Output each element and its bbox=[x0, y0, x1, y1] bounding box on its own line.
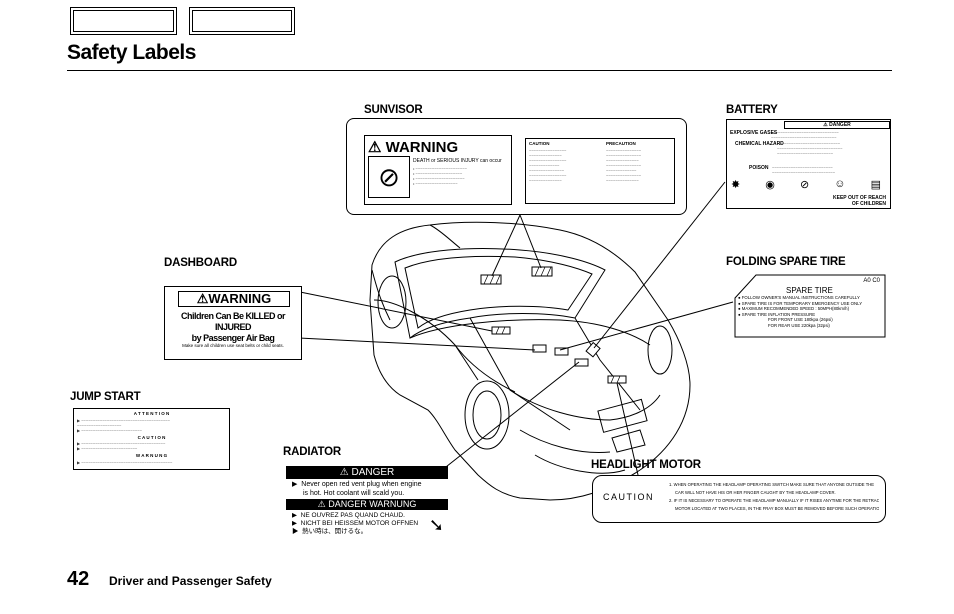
sunvisor-warning-panel: ⚠ WARNING ⊘ DEATH or SERIOUS INJURY can … bbox=[364, 135, 512, 205]
battery-explosive-fine: ~~~~~~~~~~~~~~~~~~~~~~~~~~~~~~~~~~~~~~~~… bbox=[771, 130, 839, 140]
spare-line1: ● FOLLOW OWNER'S MANUAL INSTRUCTIONS CAR… bbox=[738, 295, 860, 300]
precaution-fine-print: ~~~~~~~~~~~~~~~~~~~~~~~~~~~~~~~~~~~~~~~~… bbox=[606, 148, 642, 183]
radiator-danger-heading: DANGER bbox=[351, 467, 395, 478]
headlight-line2: CAR WILL NOT HAVE HIS OR HER FINGER CAUG… bbox=[675, 490, 836, 495]
headlight-line3: 2. IF IT IS NECESSARY TO OPERATE THE HEA… bbox=[669, 498, 879, 503]
precaution-heading: PRECAUTION bbox=[606, 141, 636, 146]
jump-attention: A T T E N T I O N bbox=[133, 411, 170, 416]
danger-triangle-icon: ⚠ bbox=[317, 499, 326, 509]
spare-line5: FOR FRONT USE 180kpa (26psi) bbox=[768, 317, 833, 322]
radiator-line2: is hot. Hot coolant will scald you. bbox=[303, 489, 405, 497]
radiator-line3: ▶ NE OUVREZ PAS QUAND CHAUD. bbox=[292, 512, 405, 519]
radiator-line5: ▶ 熱い時は、開けるな。 bbox=[292, 528, 368, 535]
page-title: Safety Labels bbox=[67, 41, 196, 64]
label-battery: BATTERY bbox=[726, 104, 778, 116]
label-headlight-motor: HEADLIGHT MOTOR bbox=[591, 459, 701, 471]
label-spare-tire: FOLDING SPARE TIRE bbox=[726, 256, 846, 268]
dashboard-warning-heading: WARNING bbox=[208, 291, 272, 306]
radiator-warnung-heading: DANGER WARNUNG bbox=[328, 499, 417, 509]
danger-triangle-icon: ⚠ bbox=[823, 122, 828, 128]
battery-poison: POISON bbox=[749, 165, 769, 171]
spare-tire-label-outline bbox=[734, 274, 886, 338]
jump-start-label-graphic: A T T E N T I O N ▶ ~~~~~~~~~~~~~~~~~~~~… bbox=[73, 408, 230, 470]
headlight-line4: MOTOR LOCATED AT TWO PLACES, IN THE FRAY… bbox=[675, 506, 879, 511]
sunvisor-fine-print: • ~~~~~~~~~~~~~~~~~~~~~~• ~~~~~~~~~~~~~~… bbox=[413, 166, 467, 186]
eye-protection-icon: ◉ bbox=[765, 179, 775, 191]
headlight-line1: 1. WHEN OPERATING THE HEADLAMP OPERATING… bbox=[669, 482, 875, 487]
warning-triangle-icon: ⚠ bbox=[196, 291, 209, 306]
sunvisor-caution-panel: CAUTION PRECAUTION ~~~~~~~~~~~~~~~~~~~~~… bbox=[525, 138, 675, 204]
battery-explosive: EXPLOSIVE GASES bbox=[730, 130, 778, 136]
hand-arrow-icon: ➘ bbox=[428, 515, 444, 535]
spare-line1-text: FOLLOW OWNER'S MANUAL INSTRUCTIONS CAREF… bbox=[741, 295, 860, 300]
label-sunvisor: SUNVISOR bbox=[364, 104, 423, 116]
no-flame-icon: ⊘ bbox=[799, 179, 810, 191]
no-child-seat-icon: ⊘ bbox=[368, 156, 410, 198]
spare-line4: ● SPARE TIRE INFLATION PRESSURE bbox=[738, 311, 816, 317]
spare-line4-text: SPARE TIRE INFLATION PRESSURE bbox=[741, 311, 816, 317]
spare-title: SPARE TIRE bbox=[786, 286, 833, 295]
jump-warnung: W A R N U N G bbox=[135, 453, 168, 458]
battery-keep-out: KEEP OUT OF REACH bbox=[833, 195, 886, 201]
dashboard-label-graphic: ⚠WARNING Children Can Be KILLED or INJUR… bbox=[164, 286, 302, 360]
dashboard-line3: Make sure all children use seat belts or… bbox=[182, 343, 284, 348]
section-title: Driver and Passenger Safety bbox=[109, 574, 272, 588]
battery-danger-heading: DANGER bbox=[829, 122, 851, 128]
nav-tab-left[interactable] bbox=[70, 7, 177, 35]
explosion-icon: ✸ bbox=[731, 179, 741, 191]
label-dashboard: DASHBOARD bbox=[164, 257, 237, 269]
dashboard-line1: Children Can Be KILLED or INJURED bbox=[180, 311, 286, 332]
radiator-line3-text: NE OUVREZ PAS QUAND CHAUD. bbox=[300, 512, 405, 519]
spare-line3: ● MAXIMUM RECOMMENDED SPEED : 50MPH(80km… bbox=[738, 306, 849, 311]
battery-label-graphic: ⚠ DANGER EXPLOSIVE GASES ~~~~~~~~~~~~~~~… bbox=[726, 119, 891, 209]
sunvisor-label-graphic: ⚠ WARNING ⊘ DEATH or SERIOUS INJURY can … bbox=[346, 118, 687, 215]
headlight-label-graphic: CAUTION 1. WHEN OPERATING THE HEADLAMP O… bbox=[592, 475, 886, 523]
sunvisor-warning-text: DEATH or SERIOUS INJURY can occur bbox=[413, 158, 502, 164]
spare-line2-text: SPARE TIRE IS FOR TEMPORARY EMERGENCY US… bbox=[741, 300, 863, 306]
battery-chemical-fine: ~~~~~~~~~~~~~~~~~~~~~~~~~~~~~~~~~~~~~~~~… bbox=[777, 141, 843, 156]
battery-of-children: OF CHILDREN bbox=[851, 201, 886, 207]
jump-attention-fine: ▶ ~~~~~~~~~~~~~~~~~~~~~~~~~~~~~~~~~~~~~~… bbox=[77, 418, 170, 433]
page-number: 42 bbox=[67, 568, 90, 590]
radiator-line4: ▶ NICHT BEI HEISSEM MOTOR OFFNEN bbox=[292, 520, 419, 527]
radiator-line1-text: Never open red vent plug when engine bbox=[301, 481, 422, 488]
battery-pictograms: ✸ ◉ ⊘ ☺ ▤ bbox=[731, 178, 881, 192]
dashboard-line2: by Passenger Air Bag bbox=[191, 333, 275, 343]
radiator-line5-text: 熱い時は、開けるな。 bbox=[302, 528, 368, 535]
warning-triangle-icon: ⚠ bbox=[368, 139, 382, 156]
children-icon: ☺ bbox=[834, 178, 846, 190]
jump-caution-fine: ▶ ~~~~~~~~~~~~~~~~~~~~~~~~~~~~~~~~~~~~▶ … bbox=[77, 441, 166, 451]
headlight-caution: CAUTION bbox=[603, 492, 654, 502]
jump-warnung-fine: ▶ ~~~~~~~~~~~~~~~~~~~~~~~~~~~~~~~~~~~~~~… bbox=[77, 460, 173, 465]
sunvisor-warning-heading: WARNING bbox=[385, 139, 459, 156]
spare-line2: ● SPARE TIRE IS FOR TEMPORARY EMERGENCY … bbox=[738, 300, 863, 306]
danger-triangle-icon: ⚠ bbox=[339, 467, 349, 478]
radiator-line1: ▶ Never open red vent plug when engine bbox=[292, 481, 422, 488]
battery-chemical: CHEMICAL HAZARD bbox=[735, 141, 784, 147]
spare-line3-text: MAXIMUM RECOMMENDED SPEED : 50MPH(80km/h… bbox=[741, 306, 849, 311]
nav-tab-right[interactable] bbox=[189, 7, 295, 35]
manual-icon: ▤ bbox=[870, 179, 881, 191]
spare-code: A0 C0 bbox=[863, 278, 880, 284]
radiator-line4-text: NICHT BEI HEISSEM MOTOR OFFNEN bbox=[300, 520, 419, 527]
jump-caution: C A U T I O N bbox=[137, 435, 166, 440]
battery-poison-fine: ~~~~~~~~~~~~~~~~~~~~~~~~~~~~~~~~~~~~~~~~… bbox=[772, 165, 836, 175]
label-radiator: RADIATOR bbox=[283, 446, 342, 458]
title-divider bbox=[67, 70, 892, 71]
caution-fine-print: ~~~~~~~~~~~~~~~~~~~~~~~~~~~~~~~~~~~~~~~~… bbox=[529, 148, 567, 183]
spare-tire-label-graphic: A0 C0 SPARE TIRE ● FOLLOW OWNER'S MANUAL… bbox=[726, 274, 886, 338]
caution-heading: CAUTION bbox=[529, 141, 550, 146]
spare-line6: FOR REAR USE 220kpa (32psi) bbox=[768, 322, 830, 328]
label-jump-start: JUMP START bbox=[70, 391, 141, 403]
radiator-label-graphic: ⚠ DANGER ▶ Never open red vent plug when… bbox=[286, 466, 448, 540]
